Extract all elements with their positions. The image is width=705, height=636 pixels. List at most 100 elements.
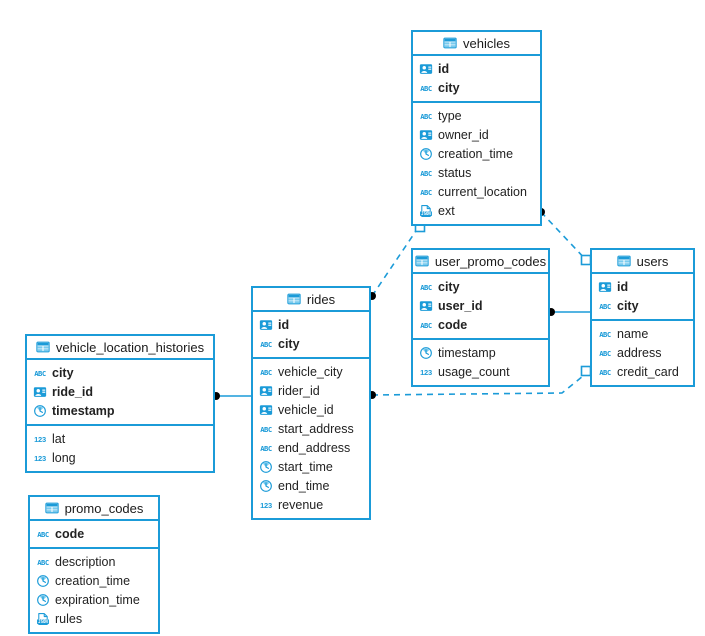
svg-text:ABC: ABC	[420, 282, 432, 291]
id-badge-icon	[419, 300, 433, 311]
field-name: name	[617, 326, 649, 341]
field-row[interactable]: end_time	[259, 476, 363, 495]
123-number-icon: 123	[260, 501, 272, 510]
table-title: rides	[306, 291, 336, 307]
table-title: vehicles	[463, 35, 510, 51]
table-title: user_promo_codes	[434, 253, 547, 269]
field-name: ride_id	[52, 384, 93, 399]
field-row[interactable]: ride_id	[33, 382, 207, 401]
field-name: type	[438, 108, 462, 123]
svg-text:123: 123	[420, 368, 432, 377]
table-header-promo_codes[interactable]: promo_codes	[30, 497, 158, 521]
abc-string-icon: ABC	[260, 424, 272, 433]
123-number-icon: 123	[34, 435, 46, 444]
svg-text:ABC: ABC	[37, 529, 49, 538]
field-name: creation_time	[438, 146, 514, 161]
field-name: user_id	[438, 298, 483, 313]
abc-string-icon: ABC	[599, 301, 611, 310]
field-row[interactable]: expiration_time	[36, 590, 152, 609]
table-grid-icon	[44, 502, 59, 514]
abc-string-icon: ABC	[34, 368, 46, 377]
table-header-users[interactable]: users	[592, 250, 693, 274]
svg-text:ABC: ABC	[599, 367, 611, 376]
field-row[interactable]: vehicle_id	[259, 400, 363, 419]
field-name: id	[438, 61, 450, 76]
field-row[interactable]: id	[598, 277, 687, 296]
field-row[interactable]: ABC city	[419, 277, 542, 296]
table-grid-icon	[616, 255, 631, 267]
svg-text:ABC: ABC	[420, 320, 432, 329]
table-header-rides[interactable]: rides	[253, 288, 369, 312]
field-row[interactable]: id	[259, 315, 363, 334]
field-row[interactable]: rider_id	[259, 381, 363, 400]
clock-icon	[37, 574, 49, 587]
field-row[interactable]: ABC end_address	[259, 438, 363, 457]
field-row[interactable]: timestamp	[419, 343, 542, 362]
field-name: city	[438, 279, 460, 294]
field-row[interactable]: user_id	[419, 296, 542, 315]
field-name: description	[55, 554, 116, 569]
field-row[interactable]: start_time	[259, 457, 363, 476]
field-name: timestamp	[52, 403, 115, 418]
table-grid-icon	[415, 255, 429, 267]
field-name: end_address	[278, 440, 351, 455]
field-name: credit_card	[617, 364, 679, 379]
abc-string-icon: ABC	[260, 443, 272, 452]
svg-text:JSON: JSON	[421, 211, 431, 216]
id-badge-icon	[419, 129, 433, 140]
abc-string-icon: ABC	[420, 282, 432, 291]
clock-icon	[34, 404, 46, 417]
field-row[interactable]: owner_id	[419, 125, 534, 144]
abc-string-icon: ABC	[420, 83, 432, 92]
svg-text:ABC: ABC	[260, 424, 272, 433]
field-name: city	[617, 298, 639, 313]
table-header-vehicles[interactable]: vehicles	[413, 32, 540, 56]
field-row[interactable]: creation_time	[419, 144, 534, 163]
field-row[interactable]: ABC city	[598, 296, 687, 315]
table-header-user_promo_codes[interactable]: user_promo_codes	[413, 250, 548, 274]
table-grid-icon	[287, 293, 301, 305]
svg-text:ABC: ABC	[599, 348, 611, 357]
field-row[interactable]: ABC description	[36, 552, 152, 571]
table-header-vehicle_location_histories[interactable]: vehicle_location_histories	[27, 336, 213, 360]
table-grid-icon	[443, 37, 457, 49]
field-row[interactable]: creation_time	[36, 571, 152, 590]
field-row[interactable]: id	[419, 59, 534, 78]
table-title: vehicle_location_histories	[55, 339, 205, 355]
field-row[interactable]: ABC credit_card	[598, 362, 687, 381]
field-name: timestamp	[438, 345, 496, 360]
field-row[interactable]: timestamp	[33, 401, 207, 420]
field-name: vehicle_city	[278, 364, 343, 379]
svg-text:ABC: ABC	[37, 557, 49, 566]
svg-text:ABC: ABC	[420, 168, 432, 177]
